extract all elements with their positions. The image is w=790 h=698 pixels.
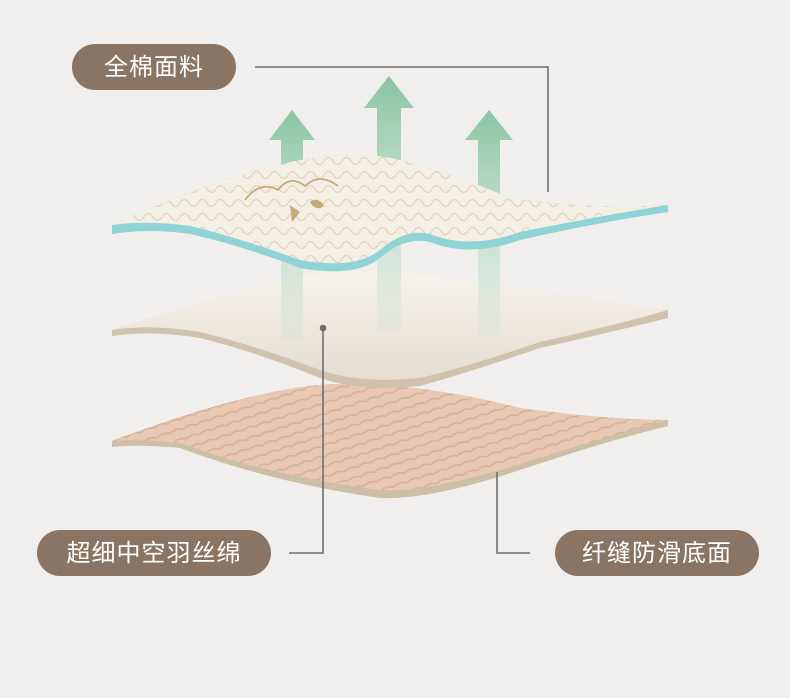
label-anti-slip-base: 纤缝防滑底面 <box>555 530 759 576</box>
leader-line-middle <box>289 328 324 554</box>
leader-line-top <box>255 66 549 192</box>
leader-lines <box>255 66 549 554</box>
top-layer <box>112 155 668 272</box>
label-cotton-fabric: 全棉面料 <box>72 44 236 90</box>
leader-line-bottom <box>496 472 530 554</box>
bottom-layer <box>112 383 668 499</box>
label-hollow-fiber-fill: 超细中空羽丝绵 <box>37 530 271 576</box>
